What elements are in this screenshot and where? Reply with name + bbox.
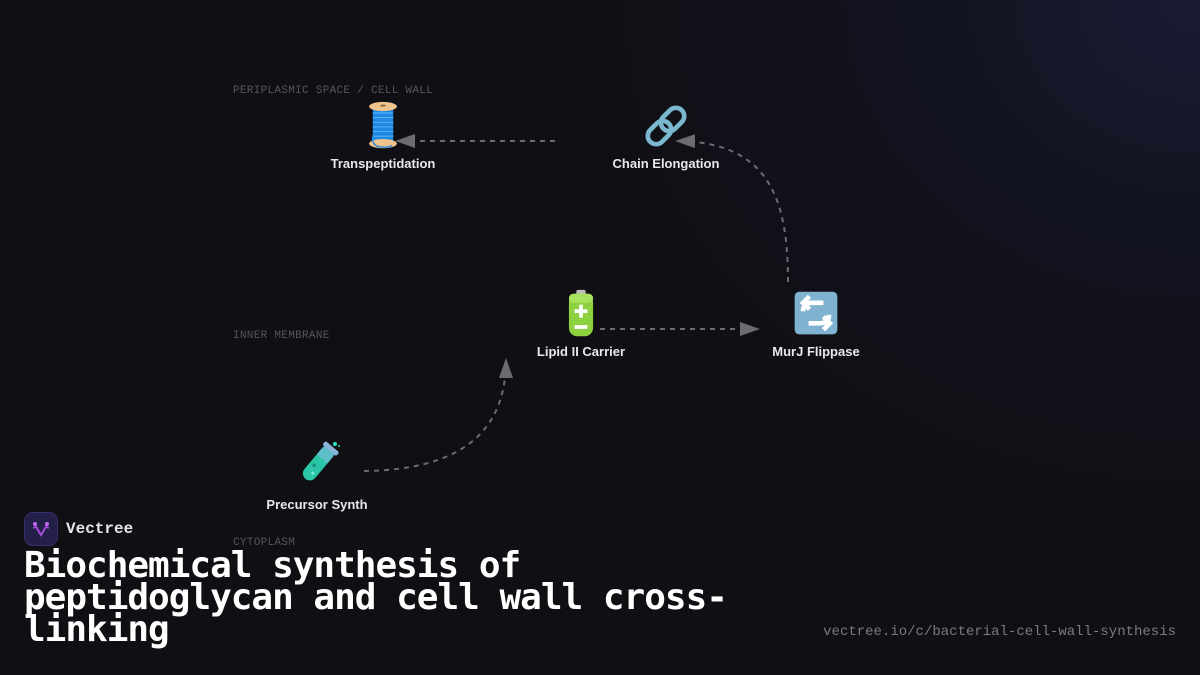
test-tube-icon bbox=[302, 441, 340, 481]
node-label: Transpeptidation bbox=[330, 156, 436, 171]
zone-label-cytoplasm: CYTOPLASM bbox=[233, 537, 296, 549]
source-url[interactable]: vectree.io/c/bacterial-cell-wall-synthes… bbox=[823, 624, 1176, 640]
battery-icon bbox=[568, 289, 594, 337]
edge-precursor-to-lipid bbox=[363, 358, 513, 472]
node-murj-flippase[interactable]: MurJ Flippase bbox=[736, 288, 896, 359]
thread-spool-icon bbox=[369, 101, 397, 149]
node-label: MurJ Flippase bbox=[772, 344, 860, 359]
node-precursor-synth[interactable]: Precursor Synth bbox=[237, 437, 397, 512]
page-title: Biochemical synthesis of peptidoglycan a… bbox=[24, 545, 728, 650]
node-lipid-ii-carrier[interactable]: Lipid II Carrier bbox=[501, 288, 661, 359]
zone-label-periplasm: PERIPLASMIC SPACE / CELL WALL bbox=[233, 85, 434, 97]
zone-label-inner-membrane: INNER MEMBRANE bbox=[233, 330, 330, 342]
node-label: Precursor Synth bbox=[266, 497, 368, 512]
edge-murj-to-chain bbox=[675, 134, 789, 283]
node-label: Lipid II Carrier bbox=[536, 344, 626, 359]
chain-link-icon bbox=[645, 105, 687, 147]
brand: Vectree bbox=[24, 512, 133, 546]
brand-name: Vectree bbox=[66, 520, 134, 538]
repeat-arrows-icon bbox=[794, 291, 838, 335]
vectree-logo-icon bbox=[24, 512, 58, 546]
node-transpeptidation[interactable]: Transpeptidation bbox=[303, 100, 463, 171]
node-label: Chain Elongation bbox=[612, 156, 720, 171]
node-chain-elongation[interactable]: Chain Elongation bbox=[586, 100, 746, 171]
